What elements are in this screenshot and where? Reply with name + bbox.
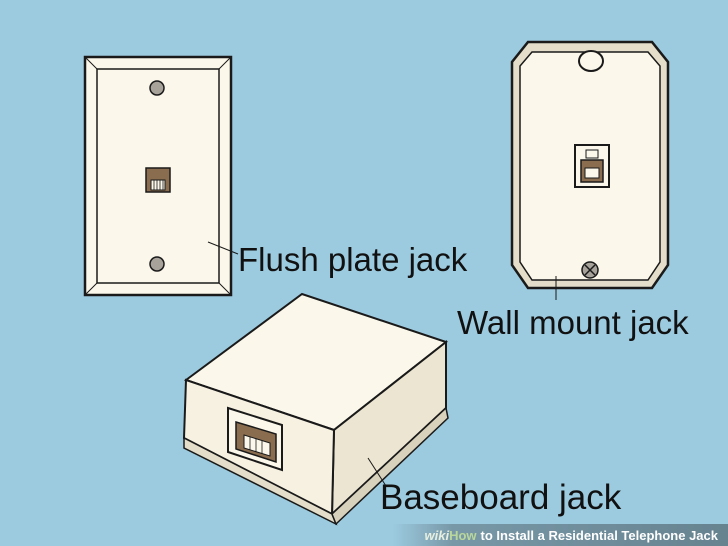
screw-bottom-icon [149,256,165,272]
brand-wiki: wiki [424,527,450,543]
mount-knob-icon [578,50,604,72]
baseboard-label-pointer [367,457,387,487]
screw-phillips-icon [581,261,599,279]
brand-how: How [449,527,477,543]
baseboard-jack [182,292,449,526]
wikihow-watermark: wiki How to Install a Residential Teleph… [392,524,728,546]
wall-mount-jack-label: Wall mount jack [457,304,689,341]
flush-plate-jack [83,55,239,297]
baseboard-jack-label: Baseboard jack [380,478,622,517]
wall-mount-jack [510,40,670,300]
screw-top-icon [149,80,165,96]
wall-port-icon [574,144,610,188]
flush-label-pointer [207,241,239,255]
flush-plate-jack-label: Flush plate jack [238,241,468,278]
baseboard-port-icon [227,406,283,472]
phone-port-icon [145,167,171,193]
footer-caption: to Install a Residential Telephone Jack [480,527,718,543]
